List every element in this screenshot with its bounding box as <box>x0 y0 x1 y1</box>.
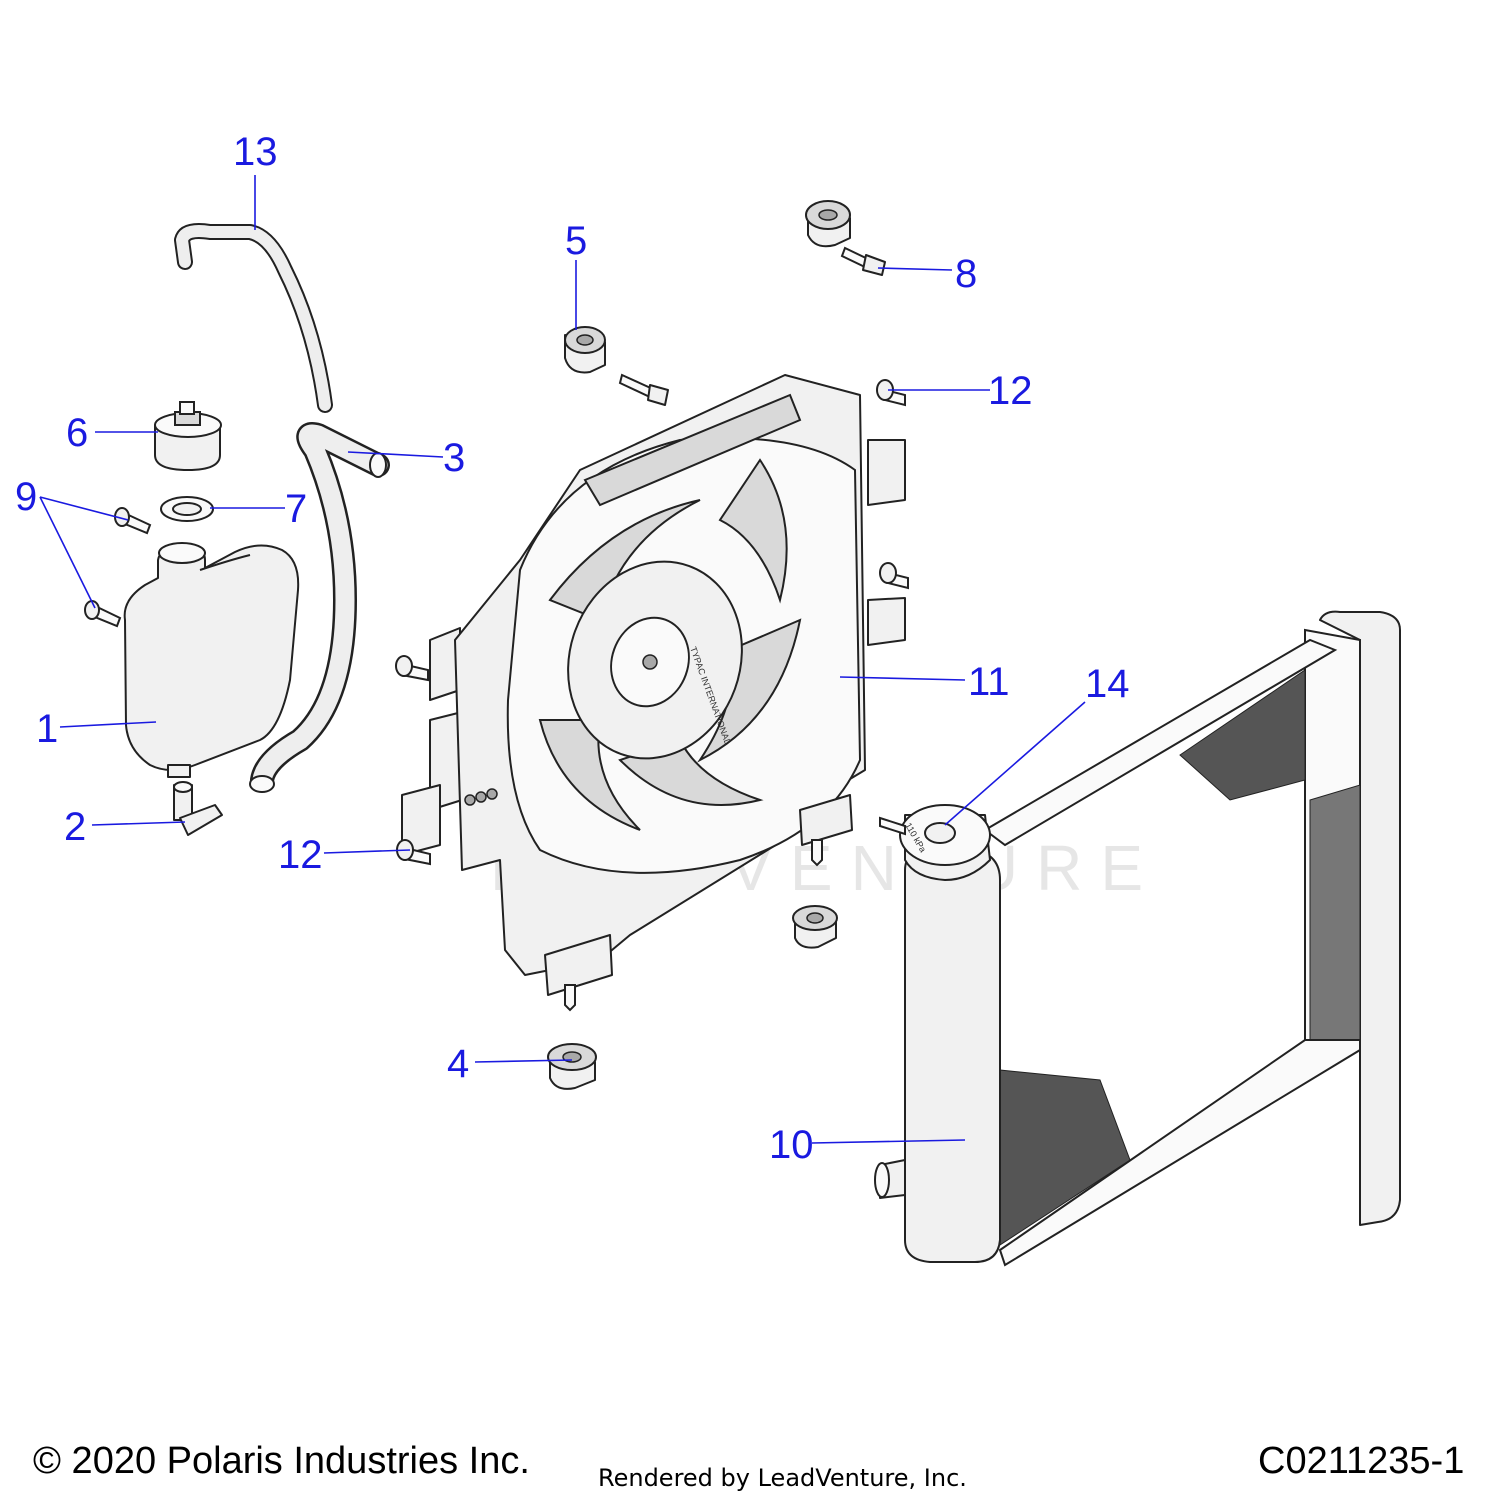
callout-1: 1 <box>36 707 58 751</box>
callout-6: 6 <box>66 411 88 455</box>
callout-11: 11 <box>968 660 1010 704</box>
callout-4: 4 <box>447 1042 469 1086</box>
rendered-by-text: Rendered by LeadVenture, Inc. <box>598 1464 967 1492</box>
callout-8: 8 <box>955 252 977 296</box>
grommet-bolt-part <box>805 200 886 276</box>
callout-2: 2 <box>64 805 86 849</box>
callout-10: 10 <box>769 1123 814 1167</box>
callout-14: 14 <box>1085 662 1130 706</box>
callout-3: 3 <box>443 436 465 480</box>
callout-12-top: 12 <box>988 369 1033 413</box>
callout-13: 13 <box>233 130 278 174</box>
callout-7: 7 <box>285 487 307 531</box>
overflow-hose-part <box>174 223 333 413</box>
push-rivet-part <box>84 507 152 628</box>
grommet-part <box>564 326 606 374</box>
copyright-text: © 2020 Polaris Industries Inc. <box>33 1440 530 1482</box>
callouts: 13 5 8 12 6 3 9 7 1 2 11 14 12 4 10 <box>15 130 1130 1167</box>
lower-grommet-part <box>547 905 838 1090</box>
bolt-part <box>618 373 669 406</box>
fan-shroud-assembly-part: TYPAC INTERNATIONAL <box>401 374 906 1012</box>
elbow-fitting-part <box>173 781 223 836</box>
callout-12-bottom: 12 <box>278 833 323 877</box>
drawing-number: C0211235-1 <box>1258 1440 1465 1482</box>
coolant-reservoir-part <box>123 542 300 778</box>
stud-part <box>395 379 909 866</box>
radiator-part: 110 kPa <box>874 610 1401 1267</box>
callout-9: 9 <box>15 475 37 519</box>
coolant-hose-part <box>249 422 390 793</box>
reservoir-cap-part <box>154 401 222 471</box>
callout-5: 5 <box>565 219 587 263</box>
leader-lines <box>39 175 1086 1144</box>
